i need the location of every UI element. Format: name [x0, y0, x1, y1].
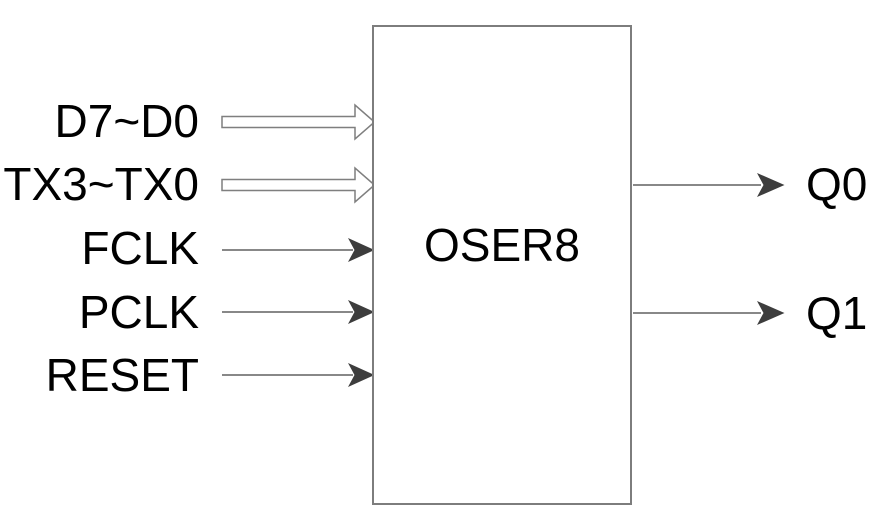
oser8-block: OSER8 — [372, 25, 632, 505]
input-label-pclk: PCLK — [78, 286, 199, 338]
input-label-tx3-tx0: TX3~TX0 — [3, 158, 199, 210]
q0-arrow-icon — [633, 173, 785, 197]
d7-d0-bus-arrow-icon — [221, 103, 376, 141]
input-label-fclk: FCLK — [81, 222, 199, 274]
tx3-tx0-bus-arrow-icon — [221, 166, 376, 204]
fclk-arrow-icon — [222, 238, 375, 262]
reset-arrow-icon — [222, 363, 375, 387]
output-label-q1: Q1 — [806, 287, 868, 339]
input-label-d7-d0: D7~D0 — [54, 95, 199, 147]
input-label-reset: RESET — [45, 349, 199, 401]
pclk-arrow-icon — [222, 300, 375, 324]
block-title: OSER8 — [424, 219, 580, 271]
output-label-q0: Q0 — [806, 158, 868, 210]
q1-arrow-icon — [633, 301, 785, 325]
